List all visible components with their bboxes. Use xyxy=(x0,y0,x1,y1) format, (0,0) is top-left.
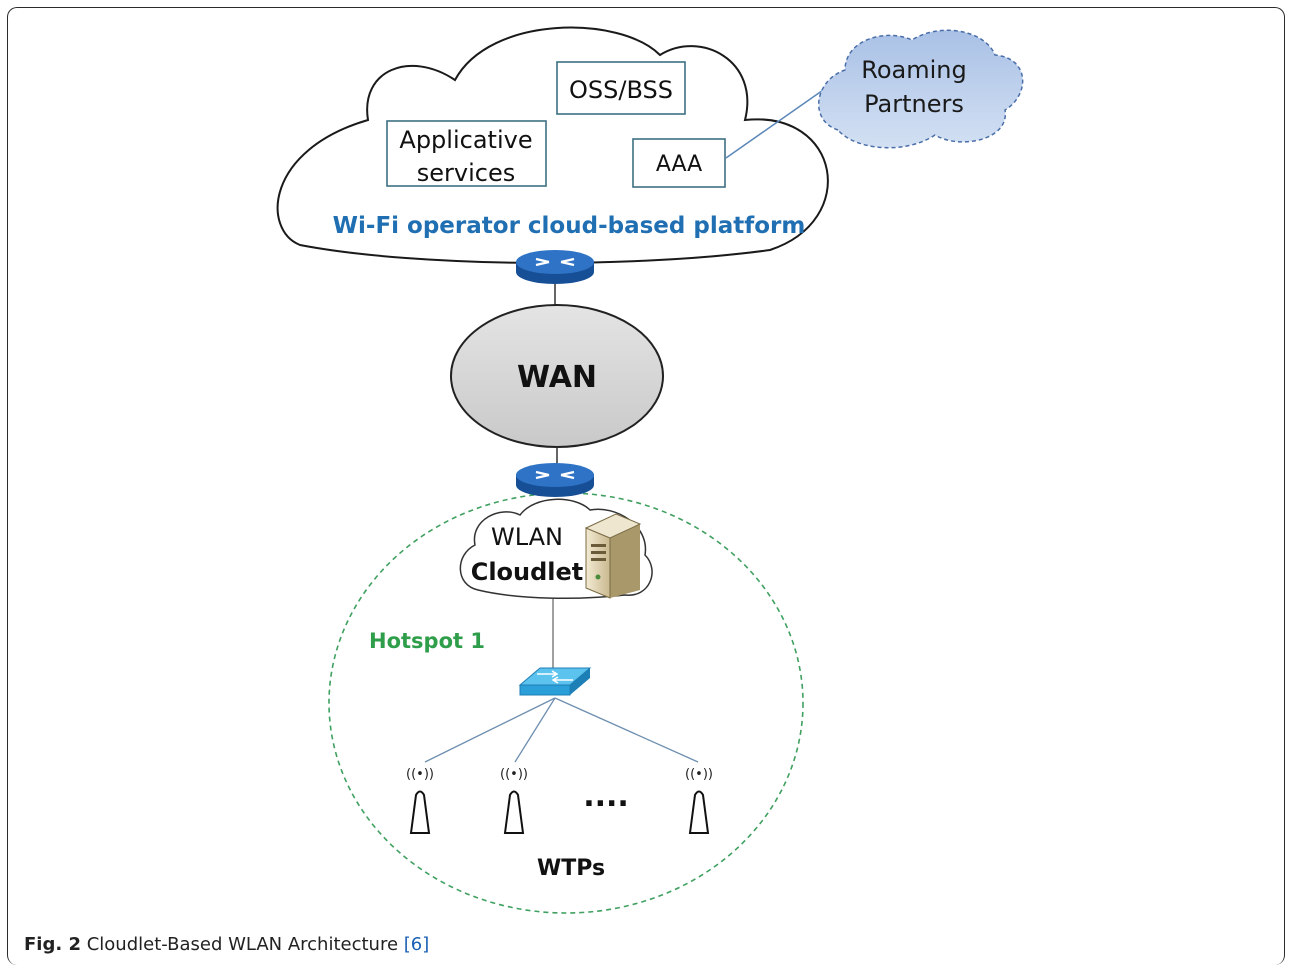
switch-wtp-links xyxy=(424,697,699,763)
hotspot-router-icon xyxy=(516,463,594,497)
cloudlet-label-line2: Cloudlet xyxy=(471,558,584,586)
cloudlet-label-line1: WLAN xyxy=(491,523,563,551)
figure-number: Fig. 2 xyxy=(24,934,81,955)
svg-text:((•)): ((•)) xyxy=(500,767,528,782)
operator-cloud xyxy=(276,26,829,264)
svg-text:((•)): ((•)) xyxy=(406,767,434,782)
top-router-icon xyxy=(516,250,594,284)
aaa-label: AAA xyxy=(656,152,702,177)
svg-text:((•)): ((•)) xyxy=(685,767,713,782)
wtps-label: WTPs xyxy=(537,856,605,881)
oss-bss-box xyxy=(556,61,686,115)
figure-frame xyxy=(7,7,1285,965)
citation-link[interactable]: [6] xyxy=(403,934,430,955)
aaa-roaming-link xyxy=(725,87,827,159)
cloud-platform-title: Wi-Fi operator cloud-based platform xyxy=(333,213,806,239)
wtp-antenna-icon: ((•)) xyxy=(500,767,528,834)
roaming-label-line2: Partners xyxy=(864,90,964,118)
aaa-box xyxy=(632,138,726,188)
applicative-label-line2: services xyxy=(417,159,515,187)
wtp-ellipsis: .... xyxy=(583,779,629,814)
wan-label: WAN xyxy=(517,360,597,395)
switch-icon xyxy=(518,667,592,696)
wtp-antenna-icon: ((•)) xyxy=(406,767,434,834)
hotspot-label: Hotspot 1 xyxy=(369,629,485,653)
roaming-label-line1: Roaming xyxy=(861,56,966,84)
server-icon xyxy=(584,513,642,599)
applicative-label-line1: Applicative xyxy=(399,126,532,154)
oss-bss-label: OSS/BSS xyxy=(569,76,673,104)
architecture-diagram: OSS/BSS Applicative services AAA Wi-Fi o… xyxy=(276,26,1024,914)
roaming-partners-cloud xyxy=(817,29,1024,149)
applicative-services-box xyxy=(386,120,547,187)
figure-caption-text: Cloudlet-Based WLAN Architecture xyxy=(80,934,404,955)
figure-caption: Fig. 2 Cloudlet-Based WLAN Architecture … xyxy=(24,934,429,955)
wtp-antenna-icon: ((•)) xyxy=(685,767,713,834)
